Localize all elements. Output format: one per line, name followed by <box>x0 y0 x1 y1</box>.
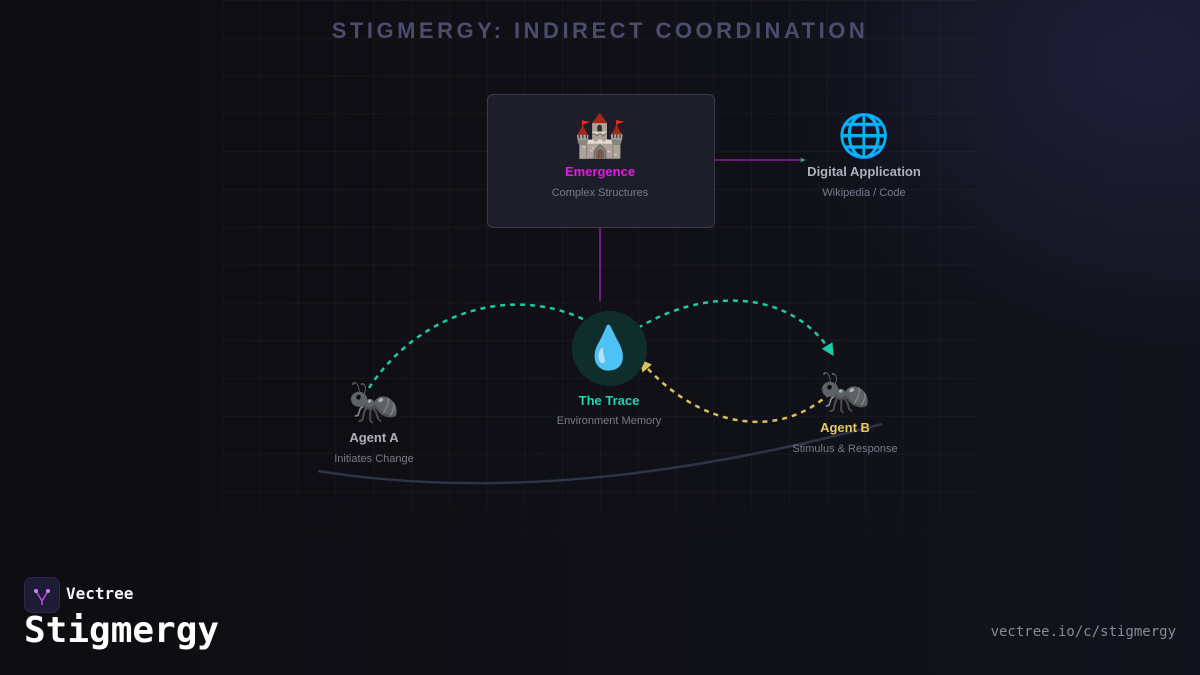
diagram-title: STIGMERGY: INDIRECT COORDINATION <box>331 18 869 43</box>
agent-a-label: Agent A <box>349 430 399 445</box>
brand-name: Vectree <box>66 584 134 603</box>
trace-circle <box>572 311 647 386</box>
agent-a-sublabel: Initiates Change <box>334 453 414 465</box>
globe-icon: 🌐 <box>837 111 891 160</box>
agent-b-label: Agent B <box>820 420 870 435</box>
ant-icon: 🐜 <box>818 367 872 416</box>
agent-b-sublabel: Stimulus & Response <box>792 443 898 455</box>
page-title: Stigmergy <box>24 610 220 651</box>
edge-agent-a-to-trace <box>367 303 600 389</box>
page-url[interactable]: vectree.io/c/stigmergy <box>990 624 1176 640</box>
vectree-logo-icon <box>34 589 50 605</box>
trace-label: The Trace <box>578 393 640 408</box>
node-agent-b: 🐜 Agent B Stimulus & Response <box>792 367 898 456</box>
digital-application-sublabel: Wikipedia / Code <box>822 187 906 199</box>
ant-icon: 🐜 <box>347 377 401 426</box>
emergence-card <box>487 94 715 228</box>
droplet-icon: 💧 <box>582 323 636 372</box>
edge-trace-to-agent-b <box>637 299 835 357</box>
digital-application-label: Digital Application <box>807 164 921 179</box>
ground-curve <box>317 422 883 485</box>
node-agent-a: 🐜 Agent A Initiates Change <box>334 377 414 466</box>
emergence-sublabel: Complex Structures <box>551 187 649 199</box>
trace-sublabel: Environment Memory <box>556 415 662 427</box>
emergence-label: Emergence <box>564 164 636 179</box>
node-digital-application: 🌐 Digital Application Wikipedia / Code <box>807 111 921 200</box>
node-trace: 💧 <box>583 324 635 372</box>
vectree-logo <box>24 577 60 613</box>
edge-agent-b-to-trace <box>639 359 831 423</box>
node-emergence: 🏰 Emergence Complex Structures <box>551 111 649 200</box>
node-trace-text: The Trace Environment Memory <box>557 393 662 427</box>
castle-icon: 🏰 <box>573 111 627 160</box>
